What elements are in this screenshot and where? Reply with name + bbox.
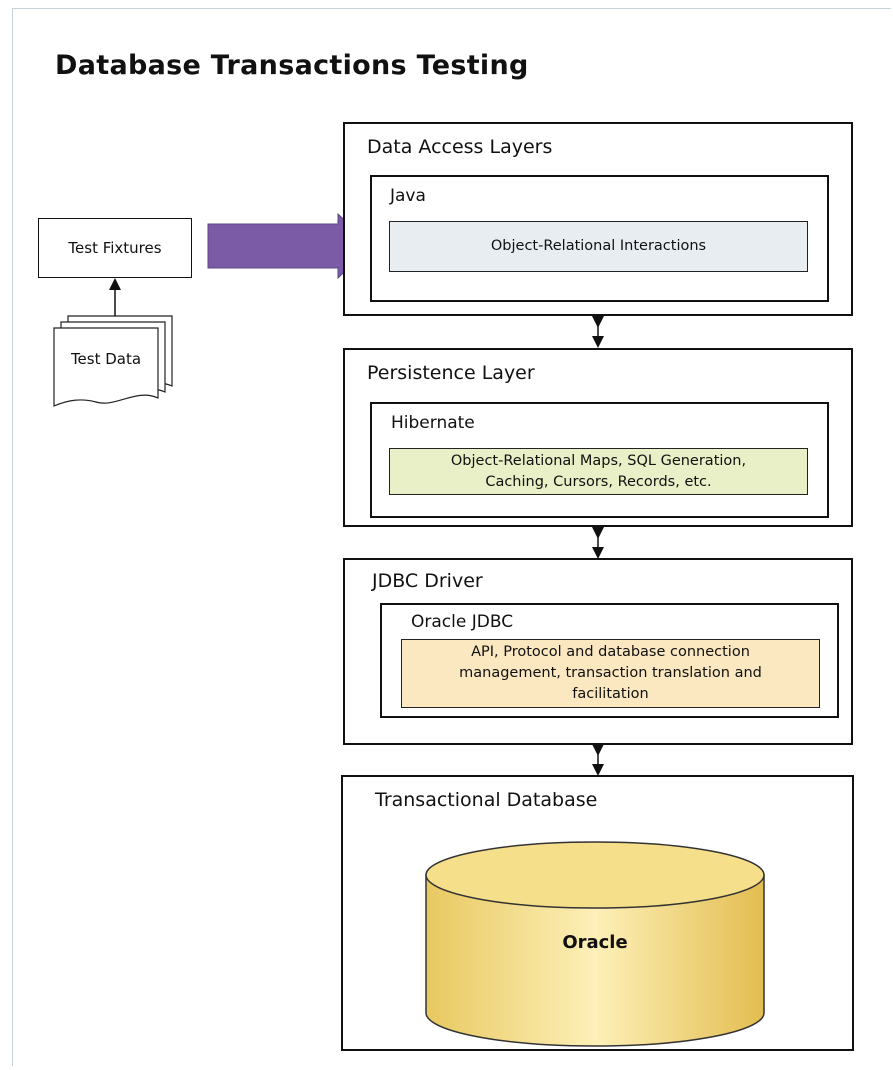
test-fixtures-label: Test Fixtures xyxy=(68,239,162,257)
java-box: Java Object-Relational Interactions xyxy=(370,175,829,302)
object-relational-interactions-text: Object-Relational Interactions xyxy=(490,238,707,254)
test-data-label: Test Data xyxy=(70,350,142,368)
page-frame xyxy=(12,8,891,1066)
test-fixtures-box: Test Fixtures xyxy=(38,218,192,278)
data-access-layer: Data Access Layers Java Object-Relationa… xyxy=(343,122,853,316)
oracle-jdbc-box: Oracle JDBC API, Protocol and database c… xyxy=(380,603,839,718)
transactional-database-label: Transactional Database xyxy=(375,789,598,811)
hibernate-features-text: Object-Relational Maps, SQL Generation, … xyxy=(450,452,747,490)
transactional-database-layer: Transactional Database xyxy=(341,775,854,1051)
hibernate-label: Hibernate xyxy=(391,413,475,433)
test-data-pages xyxy=(53,315,173,407)
jdbc-features: API, Protocol and database connection ma… xyxy=(401,639,820,708)
diagram-title: Database Transactions Testing xyxy=(55,50,529,81)
jdbc-driver-layer: JDBC Driver Oracle JDBC API, Protocol an… xyxy=(343,558,853,745)
oracle-jdbc-label: Oracle JDBC xyxy=(411,612,514,632)
data-access-label: Data Access Layers xyxy=(367,136,553,158)
jdbc-features-text: API, Protocol and database connection ma… xyxy=(459,644,762,702)
jdbc-driver-label: JDBC Driver xyxy=(372,570,483,592)
object-relational-interactions: Object-Relational Interactions xyxy=(389,221,808,272)
hibernate-box: Hibernate Object-Relational Maps, SQL Ge… xyxy=(370,402,829,518)
oracle-cylinder xyxy=(425,841,765,1047)
hibernate-features: Object-Relational Maps, SQL Generation, … xyxy=(389,448,808,495)
java-label: Java xyxy=(390,186,426,206)
persistence-label: Persistence Layer xyxy=(367,362,535,384)
persistence-layer: Persistence Layer Hibernate Object-Relat… xyxy=(343,348,853,527)
